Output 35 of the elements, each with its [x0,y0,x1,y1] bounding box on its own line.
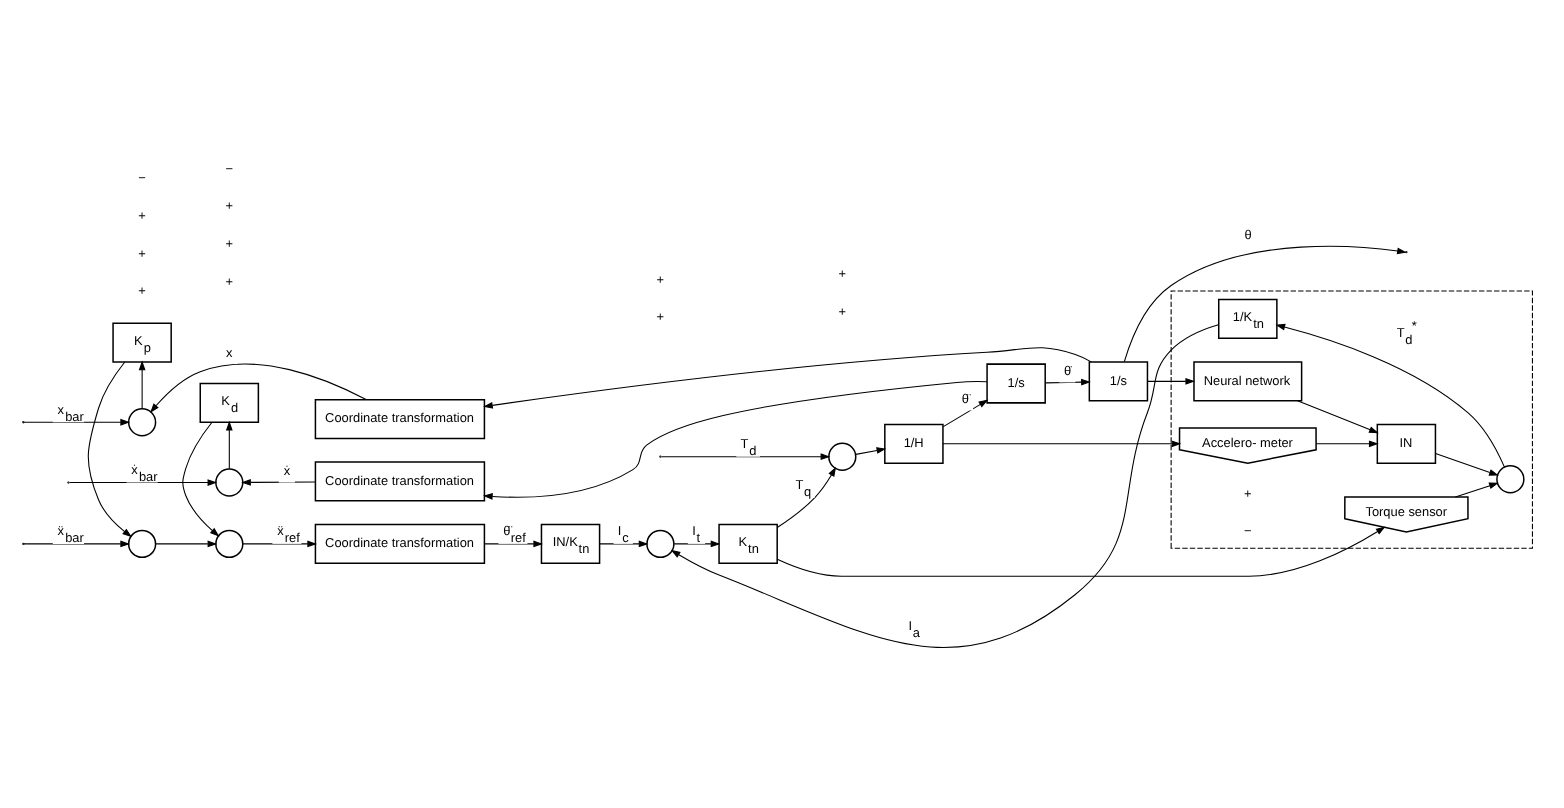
node-circle [646,528,675,558]
arrow [942,398,989,427]
arrow [69,478,218,485]
arrow [776,465,837,528]
arrow [855,446,887,454]
arrow [87,360,132,537]
arrow [1147,376,1196,384]
node-circle [828,441,857,470]
node-circle [1496,464,1525,493]
arrow [942,439,1182,447]
arrow [155,539,218,547]
arrow [1297,399,1379,433]
arrow [673,539,721,547]
arrow [484,539,544,547]
arrow [1454,481,1499,497]
arrow [225,419,233,469]
arrow [241,478,316,485]
arrow [138,359,146,409]
arrow [776,525,1386,576]
node-circle [127,528,157,558]
arrow [242,539,318,547]
arrow [599,539,649,547]
arrow [661,452,831,460]
arrow [1045,377,1091,385]
arrow [1435,452,1499,475]
node-circle [127,407,157,436]
arrow [670,323,1219,647]
node-circle [215,467,244,496]
arrow [23,417,131,425]
node-circle [215,528,244,558]
arrow [182,420,220,536]
arrow [23,539,131,547]
arrow [1315,439,1379,447]
arrow [150,362,367,412]
arrow [1123,244,1407,362]
